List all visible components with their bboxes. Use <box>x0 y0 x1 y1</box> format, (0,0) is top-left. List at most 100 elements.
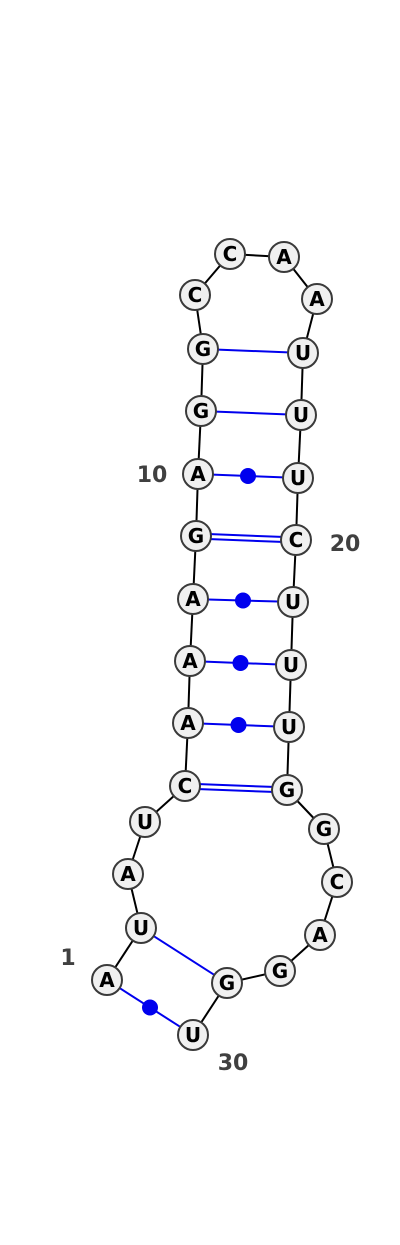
base-pair-gc-line <box>200 783 273 788</box>
nucleotide-circle <box>273 711 305 743</box>
nucleotide: G <box>271 774 303 806</box>
nucleotide-letter: A <box>120 862 136 886</box>
nucleotide: G <box>264 955 296 987</box>
index-label: 30 <box>218 1051 249 1076</box>
nucleotide-letter: G <box>279 778 295 802</box>
nucleotide-letter: A <box>276 245 292 269</box>
nucleotide: U <box>177 1019 209 1051</box>
nucleotide-circle <box>182 458 214 490</box>
nucleotide-circle <box>180 520 212 552</box>
nucleotide-letter: A <box>99 968 115 992</box>
nucleotide-circle <box>179 279 211 311</box>
nucleotide: G <box>211 967 243 999</box>
nucleotide: U <box>277 586 309 618</box>
base-pairs-layer <box>119 348 289 1028</box>
wobble-pair-dot <box>230 717 247 733</box>
nucleotide-circle <box>177 1019 209 1051</box>
nucleotide: U <box>285 399 317 431</box>
base-pair-au-line <box>215 410 287 416</box>
nucleotide-letter: G <box>195 337 211 361</box>
nucleotide: C <box>280 524 312 556</box>
nucleotide: A <box>182 458 214 490</box>
nucleotide-letter: G <box>219 971 235 995</box>
index-labels-layer: 1 10 20 30 <box>60 463 360 1076</box>
nucleotide-letter: A <box>180 711 196 735</box>
nucleotide-circle <box>308 813 340 845</box>
nucleotide: U <box>287 337 319 369</box>
nucleotide-letter: C <box>178 774 193 798</box>
nucleotide: U <box>282 462 314 494</box>
nucleotide-circle <box>304 919 336 951</box>
nucleotide-circle <box>275 649 307 681</box>
nucleotide-circle <box>169 770 201 802</box>
nucleotide-letter: C <box>223 242 238 266</box>
nucleotide: U <box>273 711 305 743</box>
nucleotide: U <box>125 912 157 944</box>
nucleotide-letter: U <box>293 403 309 427</box>
nucleotide: A <box>91 964 123 996</box>
nucleotide-circle <box>129 806 161 838</box>
nucleotide-letter: A <box>190 462 206 486</box>
nucleotide-circle <box>177 583 209 615</box>
base-pair-au-line <box>153 935 215 976</box>
nucleotide-letter: C <box>188 283 203 307</box>
nucleotide: G <box>185 395 217 427</box>
nucleotide: A <box>172 707 204 739</box>
nucleotide-circle <box>211 967 243 999</box>
nucleotide: C <box>214 238 246 270</box>
nucleotide-letter: U <box>281 715 297 739</box>
wobble-pair-dot <box>232 655 249 671</box>
nucleotide-circle <box>271 774 303 806</box>
nucleotide-letter: G <box>272 959 288 983</box>
nucleotide: A <box>301 283 333 315</box>
wobble-pair-dot <box>142 999 158 1016</box>
nucleotide: C <box>179 279 211 311</box>
nucleotide-letter: U <box>285 590 301 614</box>
nucleotide-circle <box>187 333 219 365</box>
nucleotide-letter: A <box>309 287 325 311</box>
nucleotide-letter: U <box>185 1023 201 1047</box>
base-pair-gc-line <box>199 788 272 793</box>
nucleotide-letter: A <box>185 587 201 611</box>
nucleotide: C <box>321 866 353 898</box>
nucleotide: A <box>268 241 300 273</box>
base-pair-gc-line <box>211 533 282 538</box>
nucleotide-circle <box>91 964 123 996</box>
nucleotide: G <box>308 813 340 845</box>
nucleotide-letter: U <box>290 466 306 490</box>
nucleotide: C <box>169 770 201 802</box>
nucleotide: U <box>275 649 307 681</box>
nucleotide-circle <box>280 524 312 556</box>
nucleotide-circle <box>174 645 206 677</box>
nucleotide-circle <box>321 866 353 898</box>
nucleotide: G <box>180 520 212 552</box>
nucleotide: A <box>112 858 144 890</box>
index-label: 1 <box>60 946 75 971</box>
nucleotide: U <box>129 806 161 838</box>
nucleotide-letter: U <box>295 341 311 365</box>
nucleotide-letter: U <box>283 653 299 677</box>
nucleotide-circle <box>125 912 157 944</box>
nucleotide-circle <box>277 586 309 618</box>
nucleotide-circle <box>268 241 300 273</box>
nucleotide-circle <box>214 238 246 270</box>
nucleotide-letter: C <box>289 528 304 552</box>
index-label: 20 <box>330 532 361 557</box>
nucleotide-letter: G <box>188 524 204 548</box>
nucleotide-circle <box>172 707 204 739</box>
wobble-pair-dot <box>240 468 256 484</box>
nucleotide-letter: G <box>316 817 332 841</box>
nucleotide-circle <box>285 399 317 431</box>
nucleotide-circle <box>287 337 319 369</box>
nucleotide-letter: G <box>193 399 209 423</box>
nucleotide-letter: A <box>182 649 198 673</box>
nucleotide: A <box>304 919 336 951</box>
nucleotide: A <box>174 645 206 677</box>
nucleotide: G <box>187 333 219 365</box>
nucleotide-letter: U <box>137 810 153 834</box>
nucleotide-circle <box>282 462 314 494</box>
index-label: 10 <box>137 463 168 488</box>
nucleotide-letter: C <box>330 870 345 894</box>
